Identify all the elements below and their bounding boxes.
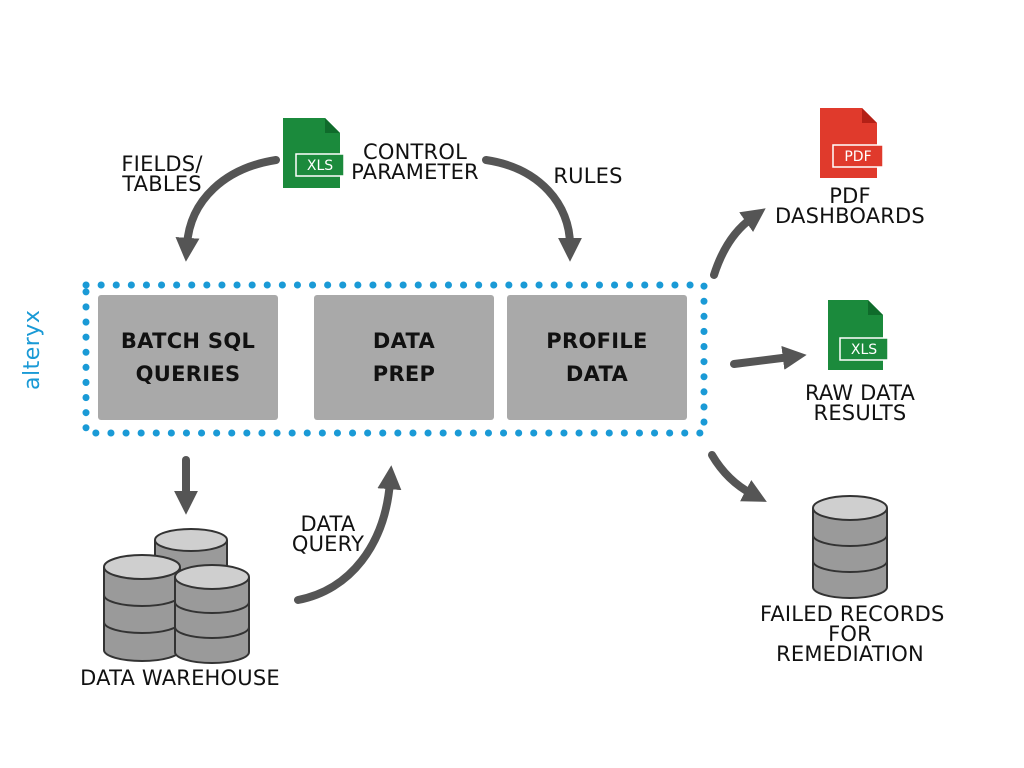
batch-sql-queries-box: BATCH SQL QUERIES: [98, 295, 278, 420]
arrow-data-query: [294, 465, 402, 604]
failed-records-label: FAILED RECORDS FOR REMEDIATION: [760, 602, 945, 666]
profile-data-box: PROFILE DATA: [507, 295, 687, 420]
alteryx-container: [82, 281, 708, 437]
profile-data-label: PROFILE DATA: [546, 328, 648, 386]
raw-data-results-label: RAW DATA RESULTS: [804, 381, 916, 425]
control-parameter-label: CONTROL PARAMETER: [351, 140, 479, 184]
rules-label: RULES: [553, 164, 623, 188]
arrow-to-xls: [730, 345, 807, 370]
xls-control-ext: XLS: [307, 158, 333, 174]
pdf-ext: PDF: [844, 149, 871, 165]
batch-sql-queries-label: BATCH SQL QUERIES: [120, 328, 256, 386]
arrow-to-batch-sql: [175, 156, 280, 262]
xls-control-file-icon: XLS: [283, 118, 345, 188]
xls-output-ext: XLS: [851, 342, 877, 358]
fields-tables-label: FIELDS/ TABLES: [121, 152, 203, 196]
data-query-label: DATA QUERY: [291, 512, 365, 556]
alteryx-label: alteryx: [20, 309, 45, 390]
data-warehouse-label: DATA WAREHOUSE: [80, 666, 280, 690]
data-prep-box: DATA PREP: [314, 295, 494, 420]
data-prep-label: DATA PREP: [372, 328, 436, 386]
pdf-file-icon: PDF: [820, 108, 884, 178]
pdf-dashboards-label: PDF DASHBOARDS: [775, 184, 925, 228]
failed-records-db-icon: [812, 495, 888, 599]
xls-output-file-icon: XLS: [828, 300, 889, 370]
arrow-to-pdf: [710, 208, 766, 279]
arrow-to-failed: [708, 451, 767, 502]
data-warehouse-icon: [103, 528, 250, 664]
arrow-to-profile: [482, 156, 582, 262]
